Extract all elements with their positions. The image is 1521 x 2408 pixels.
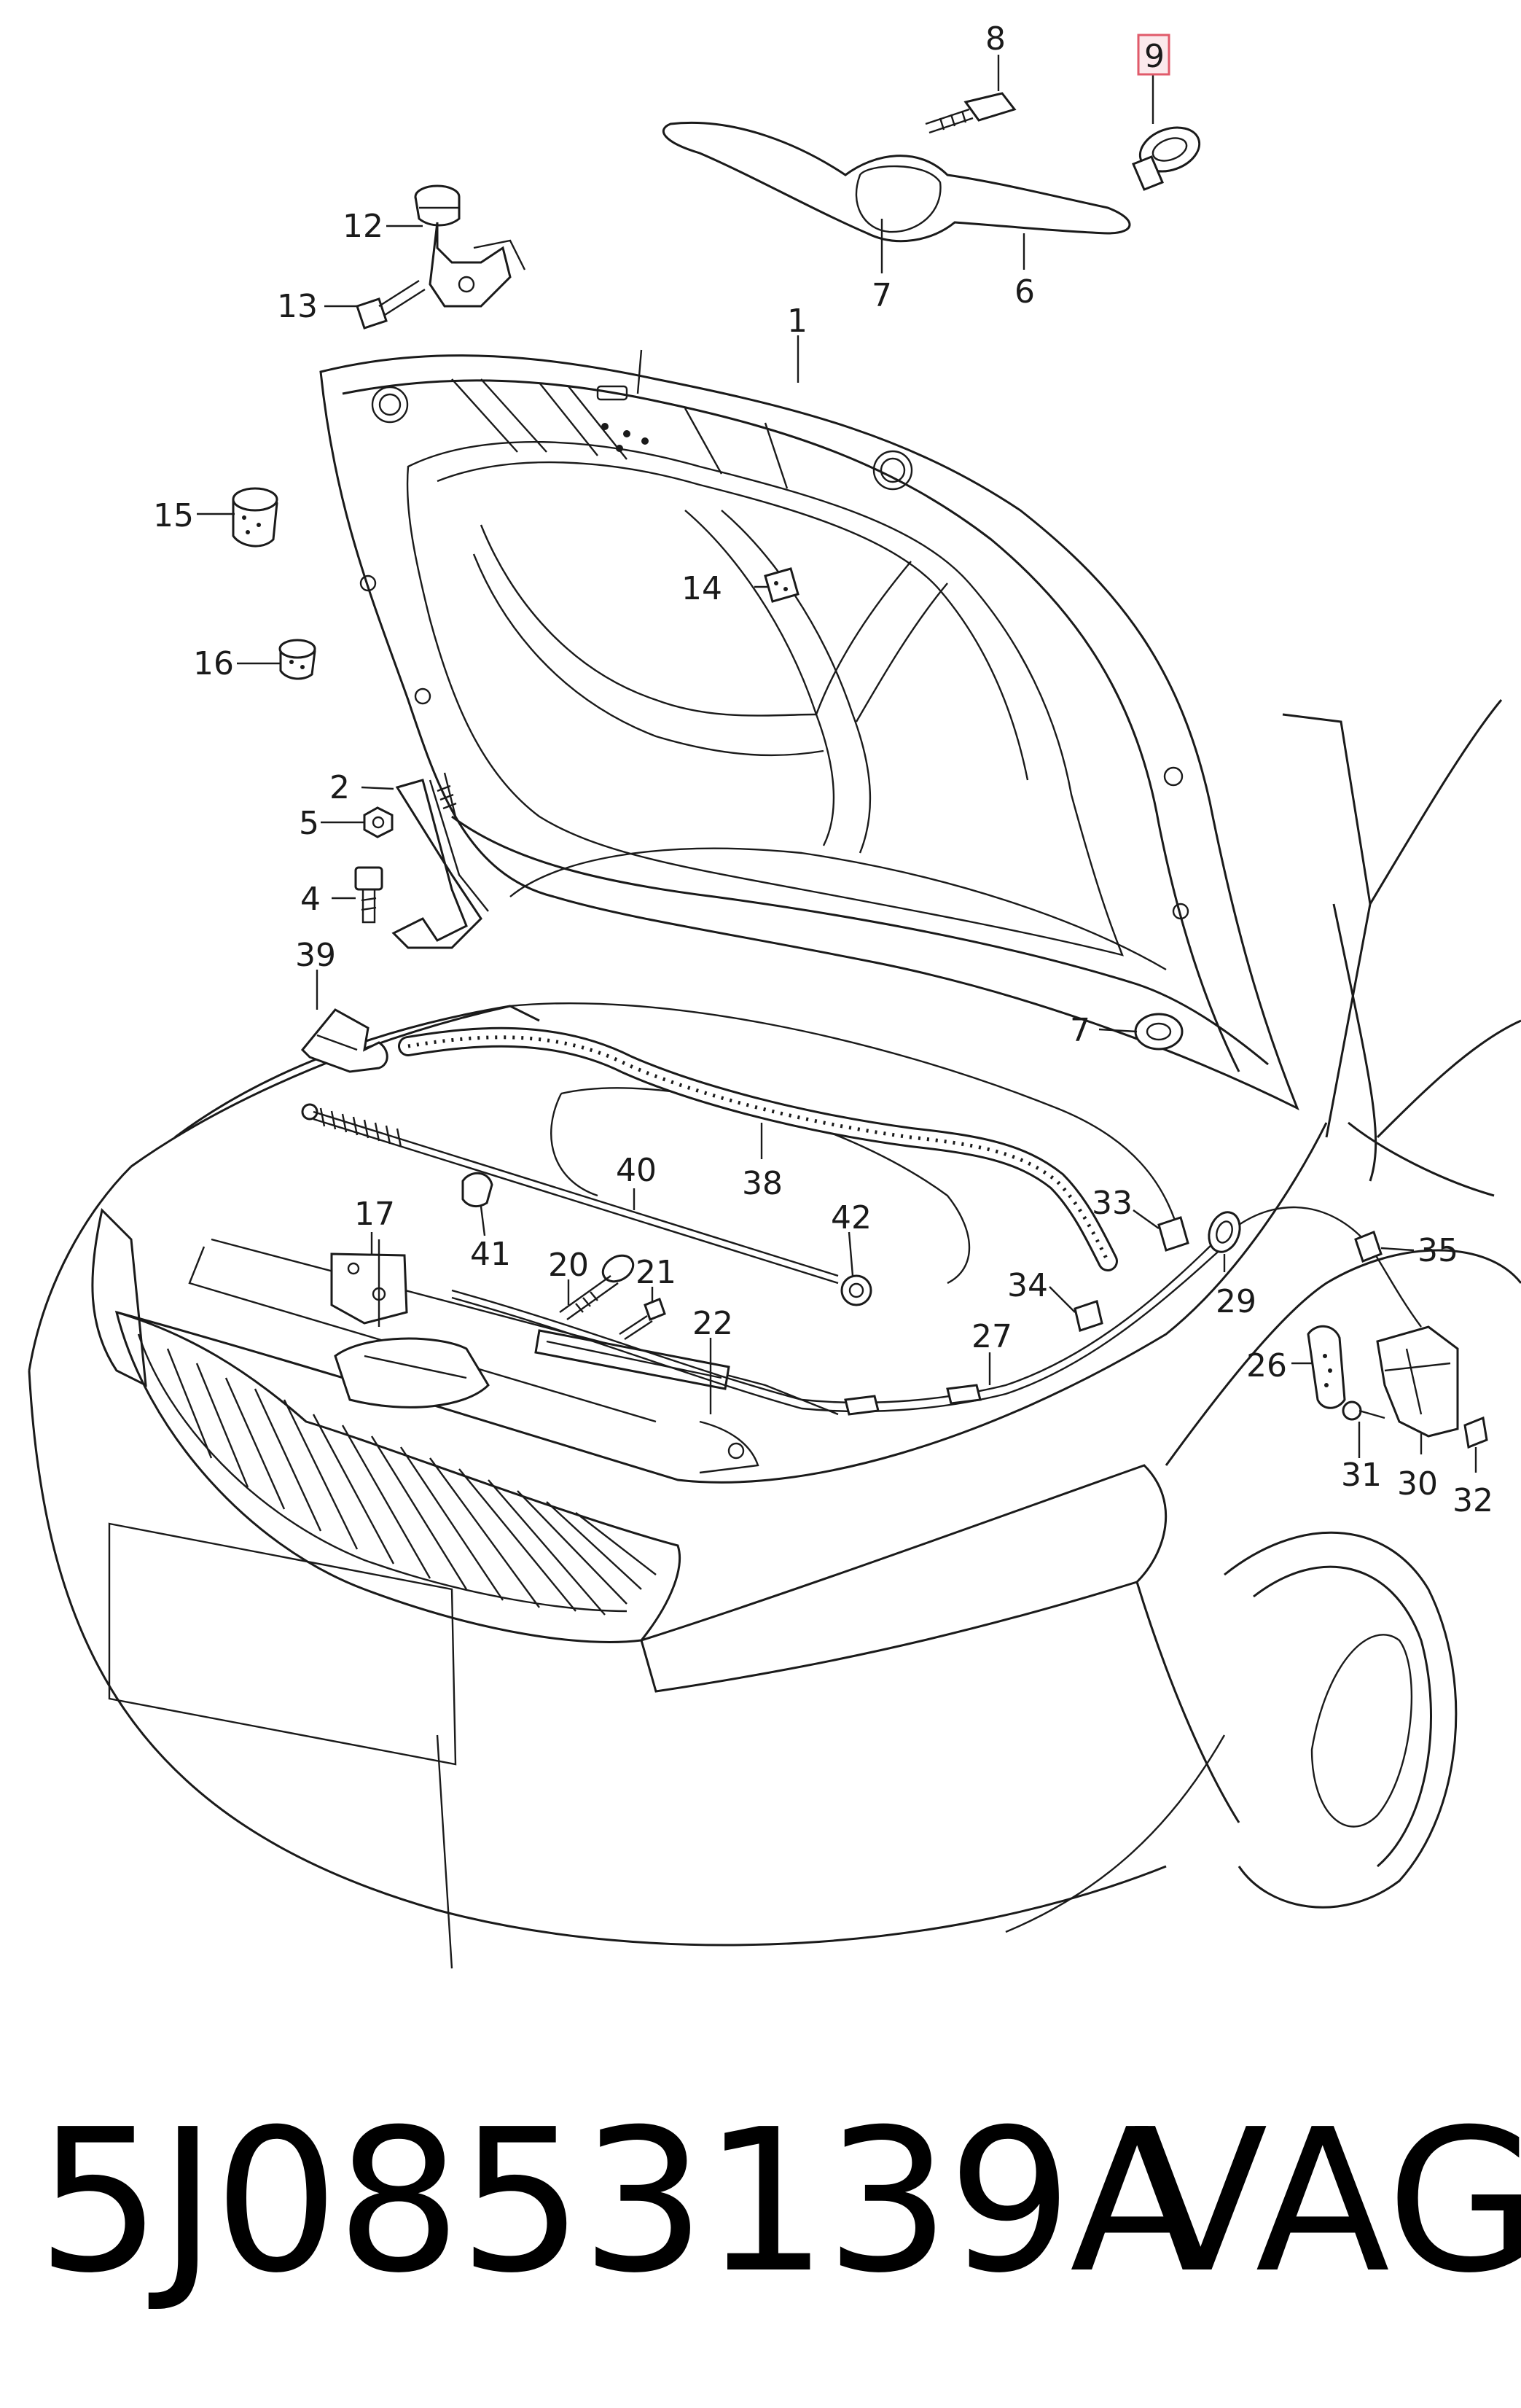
part-20-screw [559,1254,635,1320]
part-40-rod [301,1103,839,1285]
callout-5: 5 [299,805,319,842]
hood [319,354,1299,1111]
callout-labels: 1 2 4 5 6 7 7 8 9 12 13 14 15 16 17 20 2… [153,20,1493,1519]
callout-8: 8 [985,20,1006,58]
part-6-emblem-trim [662,121,1131,243]
callout-21: 21 [636,1254,676,1291]
callout-6: 6 [1014,273,1035,311]
callout-13: 13 [277,288,318,325]
callout-26: 26 [1246,1347,1287,1384]
part-32-clip [1463,1416,1488,1449]
callout-1: 1 [787,303,808,340]
callout-15: 15 [153,497,194,534]
callout-33: 33 [1092,1185,1133,1222]
exploded-parts-diagram: 1 2 4 5 6 7 7 8 9 12 13 14 15 16 17 20 2… [28,20,1521,1969]
callout-41: 41 [470,1236,511,1273]
callout-29: 29 [1216,1283,1256,1320]
part-15-buffer [232,487,278,548]
callout-12: 12 [343,208,383,245]
part-7-grommet-lower [1134,1013,1184,1051]
part-31-screw [1342,1400,1385,1421]
part-39-holder [300,1008,388,1073]
part-14-buffer [764,567,799,603]
callout-4: 4 [300,881,321,918]
part-30-bracket [1376,1325,1459,1438]
callout-22: 22 [692,1305,733,1342]
callout-34: 34 [1007,1267,1048,1304]
part-16-buffer [278,639,316,680]
engine-bay [174,1002,1182,1474]
brand-label: VAG [1133,2086,1521,2316]
part-12-buffer-bracket [414,184,526,308]
leader-lines [197,55,1477,1473]
callout-39: 39 [295,937,336,974]
callout-14: 14 [681,570,722,607]
part-number: 5J0853139A [36,2086,1205,2316]
part-2-hinge [391,772,489,949]
callout-7-lower: 7 [1070,1012,1090,1049]
part-35-clip [1354,1231,1383,1263]
car-body [28,699,1521,1969]
part-29-grommet [1208,1211,1241,1253]
callout-38: 38 [742,1165,783,1202]
part-34-clip [1074,1300,1103,1332]
callout-17: 17 [354,1196,395,1233]
part-9-clip [1132,126,1201,191]
callout-9-highlight [1137,34,1170,76]
part-33-clip [1157,1216,1189,1252]
callout-27: 27 [971,1318,1012,1355]
part-38-seal [398,1026,1118,1271]
part-41-clip [461,1172,493,1208]
callout-7-top: 7 [872,277,892,314]
callout-16: 16 [193,645,234,682]
part-8-screw [925,92,1017,134]
part-21-screw [619,1298,666,1341]
callout-40: 40 [616,1152,657,1189]
callout-35: 35 [1418,1232,1458,1269]
callout-2: 2 [329,769,350,806]
part-42-clip [840,1274,872,1306]
part-5-nut [363,806,394,838]
part-4-bolt [354,866,383,924]
part-26-handle [1307,1325,1346,1409]
part-13-bolt [356,279,426,330]
callout-42: 42 [831,1199,872,1236]
callout-9: 9 [1144,38,1165,75]
callout-30: 30 [1397,1465,1438,1503]
callout-20: 20 [548,1247,589,1284]
callout-32: 32 [1452,1482,1493,1519]
callout-31: 31 [1341,1457,1382,1494]
